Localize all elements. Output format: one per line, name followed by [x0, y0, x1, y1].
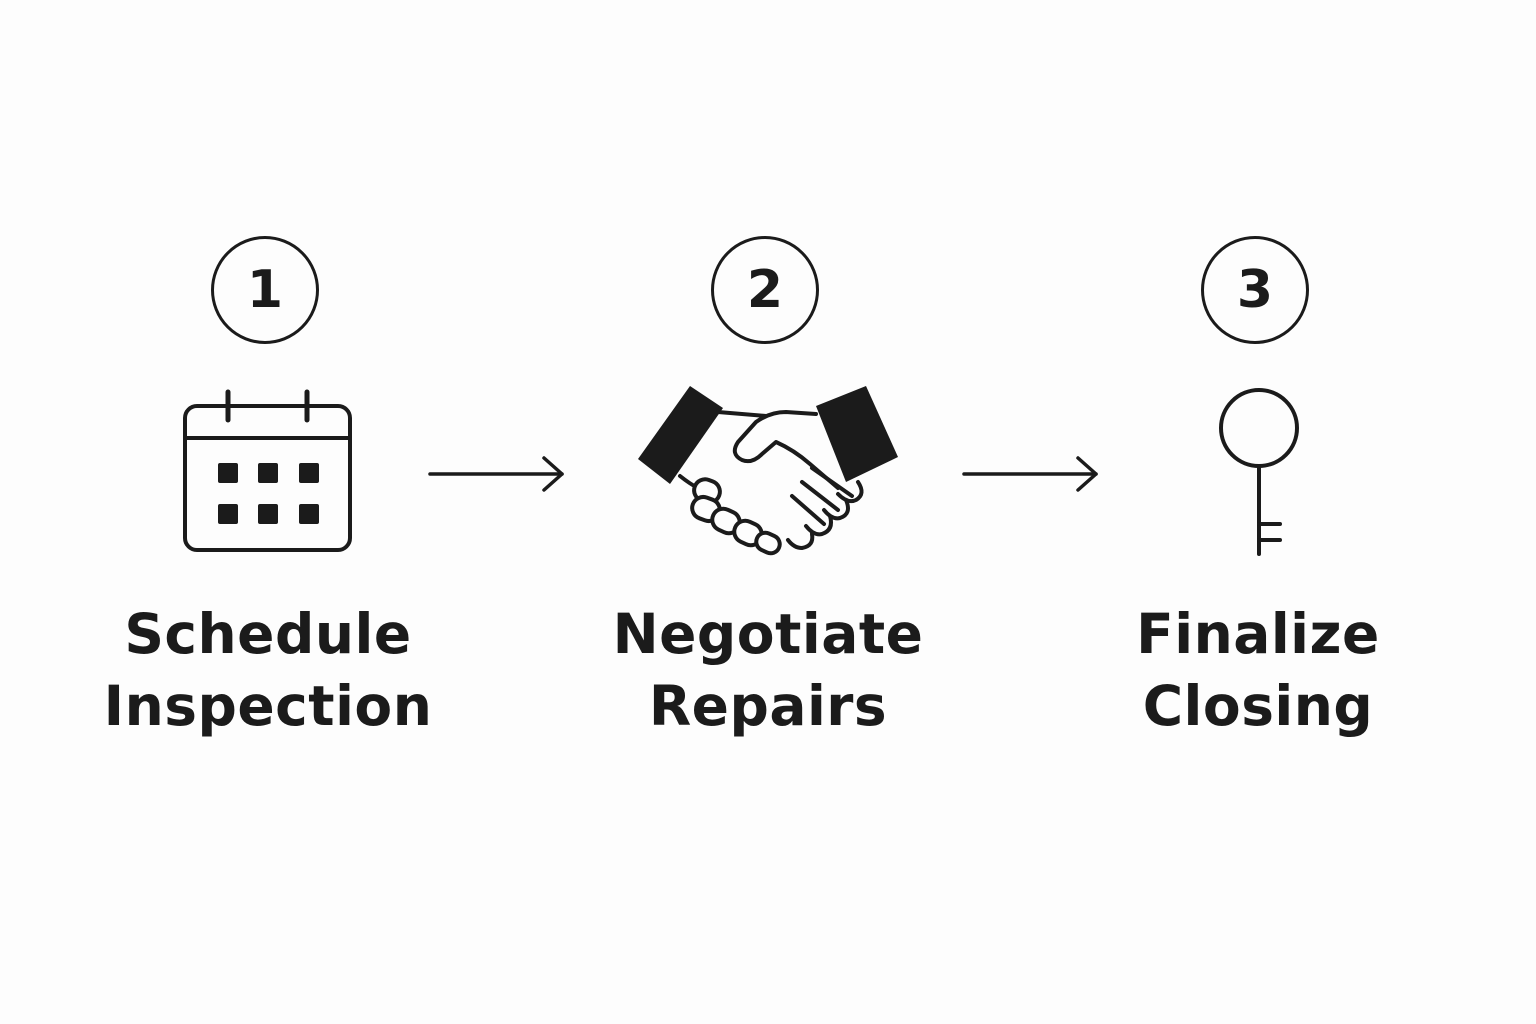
step-label: Negotiate Repairs [578, 598, 958, 742]
calendar-icon [138, 384, 398, 564]
step-label-line2: Closing [1142, 674, 1374, 738]
step-negotiate-repairs: 2 Negotiate [578, 0, 958, 1024]
step-label-line2: Repairs [648, 674, 888, 738]
step-number-badge: 1 [211, 236, 319, 344]
step-number-badge: 2 [711, 236, 819, 344]
step-label-line1: Negotiate [612, 602, 924, 666]
arrow-right-icon [960, 452, 1102, 496]
step-finalize-closing: 3 Finalize Closing [1068, 0, 1448, 1024]
handshake-icon [638, 384, 898, 564]
key-icon [1128, 384, 1388, 564]
step-label-line2: Inspection [103, 674, 433, 738]
step-label-line1: Schedule [124, 602, 412, 666]
step-label: Schedule Inspection [78, 598, 458, 742]
step-number-badge: 3 [1201, 236, 1309, 344]
step-label-line1: Finalize [1136, 602, 1380, 666]
step-schedule-inspection: 1 Schedule Inspection [78, 0, 458, 1024]
step-label: Finalize Closing [1068, 598, 1448, 742]
arrow-right-icon [426, 452, 568, 496]
